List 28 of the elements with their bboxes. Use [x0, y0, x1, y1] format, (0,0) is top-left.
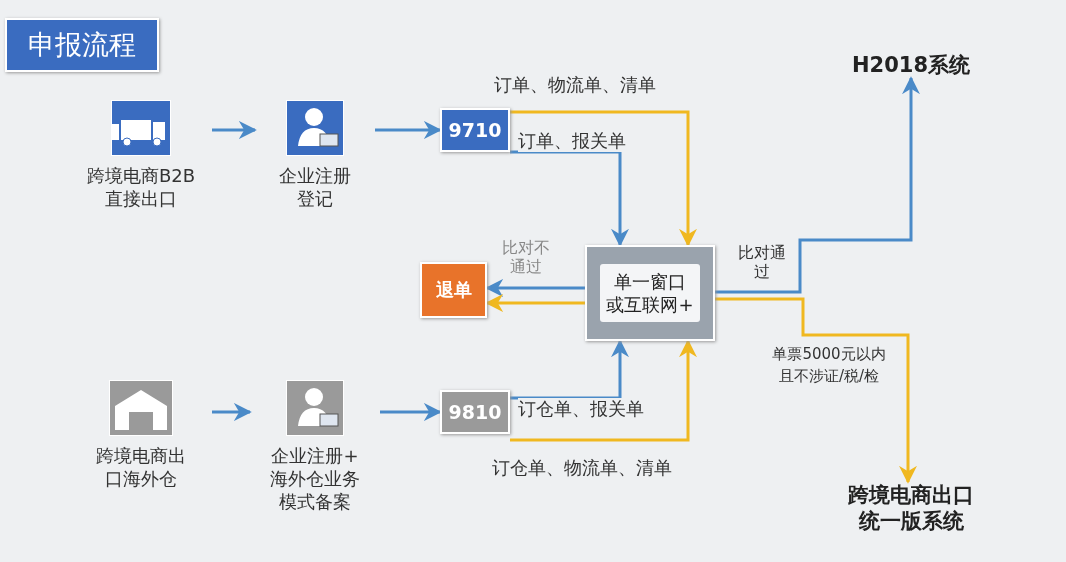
- node-label: 跨境电商B2B直接出口: [85, 164, 197, 210]
- arrow: [510, 150, 629, 247]
- arrow: [212, 403, 252, 421]
- arrow: [375, 121, 442, 139]
- arrow: [510, 339, 629, 400]
- system-label: 跨境电商出口统一版系统: [847, 482, 975, 534]
- system-label: H2018系统: [852, 52, 970, 78]
- arrow: [380, 403, 442, 421]
- edge-label: 订仓单、报关单: [518, 398, 644, 420]
- edge-label: 订单、报关单: [518, 130, 626, 152]
- monitor-box: [585, 245, 715, 341]
- arrow: [510, 339, 697, 442]
- node-label: 企业注册登记: [278, 164, 352, 210]
- title-banner: 申报流程: [5, 18, 159, 72]
- edge-label: 订仓单、物流单、清单: [492, 457, 672, 479]
- arrow: [715, 76, 920, 294]
- edge-label: 比对通过: [736, 243, 788, 281]
- code-box: 9710: [440, 108, 510, 152]
- code-box: 9810: [440, 390, 510, 434]
- arrow: [212, 121, 257, 139]
- arrow: [715, 297, 917, 484]
- edge-label: 比对不通过: [500, 238, 552, 276]
- node-label: 跨境电商出口海外仓: [95, 444, 187, 490]
- reject-box: 退单: [420, 262, 487, 318]
- screen-text: 单一窗口或互联网+: [600, 264, 700, 322]
- edge-label: 订单、物流单、清单: [494, 74, 656, 96]
- arrow: [510, 110, 697, 247]
- node-label: 企业注册+海外仓业务模式备案: [269, 444, 361, 513]
